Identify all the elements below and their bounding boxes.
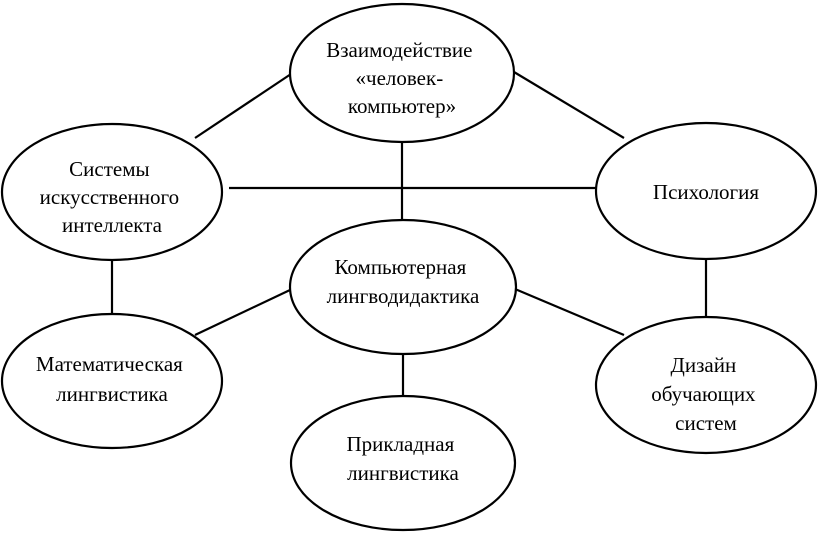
edge-cld-design bbox=[514, 287, 625, 337]
node-psychology-label: Психология bbox=[653, 180, 759, 204]
node-hci: Взаимодействие «человек- компьютер» bbox=[288, 2, 516, 144]
node-math-ling-line-1: Математическая bbox=[36, 352, 183, 376]
node-ai-shape bbox=[0, 122, 224, 262]
node-cld-label: Компьютерная лингводидактика bbox=[327, 255, 480, 308]
node-cld-shape bbox=[288, 218, 518, 356]
node-hci-shape bbox=[288, 2, 516, 144]
node-applied-ling-line-1: Прикладная bbox=[346, 432, 454, 456]
node-ai-label: Системы искусственного интеллекта bbox=[40, 157, 185, 237]
node-design-label: Дизайн обучающих систем bbox=[651, 353, 761, 435]
node-applied-ling: Прикладная лингвистика bbox=[289, 394, 517, 532]
node-ai-line-2: искусственного bbox=[40, 185, 179, 209]
node-ai: Системы искусственного интеллекта bbox=[0, 122, 224, 262]
node-hci-label: Взаимодействие «человек- компьютер» bbox=[326, 38, 478, 118]
node-math-ling-line-2: лингвистика bbox=[56, 382, 168, 406]
edge-cld-math-ling bbox=[194, 289, 291, 336]
node-psychology-shape bbox=[594, 121, 818, 261]
edge-ai-hci bbox=[194, 73, 292, 139]
node-cld-line-1: Компьютерная bbox=[334, 255, 466, 279]
node-ai-line-1: Системы bbox=[69, 157, 149, 181]
node-design-line-2: обучающих bbox=[651, 382, 756, 406]
node-ai-line-3: интеллекта bbox=[62, 213, 163, 237]
node-psychology-line-1: Психология bbox=[653, 180, 759, 204]
edge-hci-psychology bbox=[513, 71, 625, 139]
node-design-line-3: систем bbox=[675, 411, 737, 435]
node-math-ling-label: Математическая лингвистика bbox=[36, 352, 188, 406]
node-applied-ling-shape bbox=[289, 394, 517, 532]
node-design: Дизайн обучающих систем bbox=[594, 315, 818, 455]
node-hci-line-3: компьютер» bbox=[348, 94, 456, 118]
node-math-ling: Математическая лингвистика bbox=[0, 312, 224, 450]
node-psychology: Психология bbox=[594, 121, 818, 261]
node-cld-line-2: лингводидактика bbox=[327, 284, 480, 308]
node-math-ling-shape bbox=[0, 312, 224, 450]
node-design-shape bbox=[594, 315, 818, 455]
node-design-line-1: Дизайн bbox=[671, 353, 737, 377]
node-hci-line-1: Взаимодействие bbox=[326, 38, 472, 62]
node-cld: Компьютерная лингводидактика bbox=[288, 218, 518, 356]
node-hci-line-2: «человек- bbox=[356, 66, 444, 90]
node-applied-ling-label: Прикладная лингвистика bbox=[346, 432, 459, 485]
node-applied-ling-line-2: лингвистика bbox=[347, 461, 459, 485]
edges bbox=[110, 71, 708, 397]
